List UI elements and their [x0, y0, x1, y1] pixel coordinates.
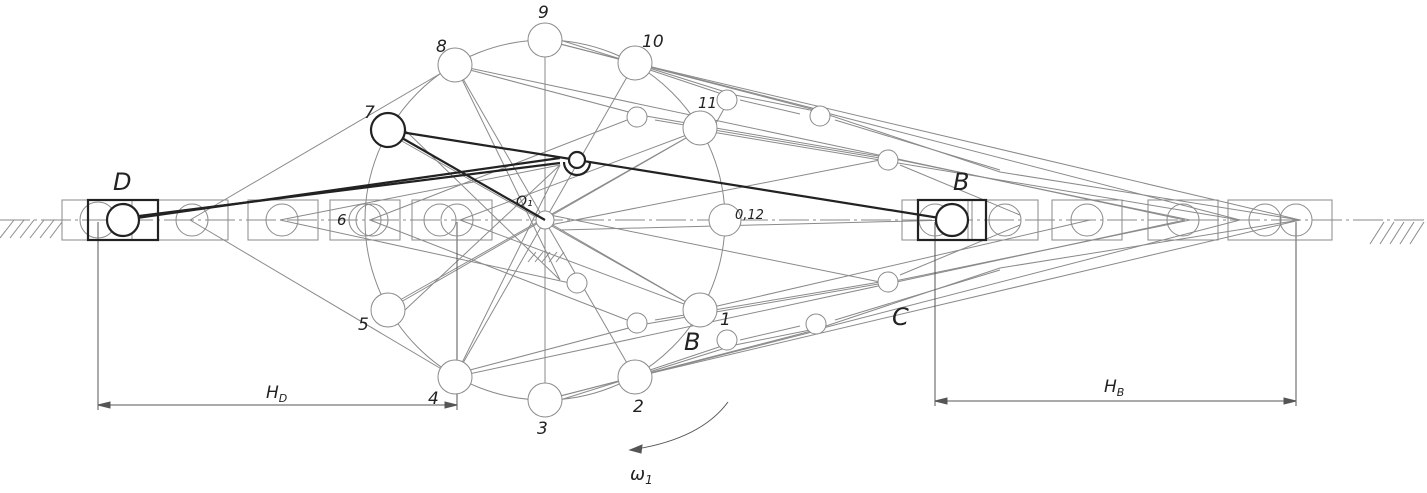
- joint-12: [708, 203, 742, 237]
- crank-pin-7: [369, 111, 407, 149]
- joint-3: [527, 382, 563, 418]
- active-mechanism: [86, 111, 988, 242]
- joint-1: [682, 292, 718, 328]
- joint-11: [682, 110, 718, 146]
- coupler-joint: [567, 150, 587, 170]
- label-stroke-HB: HB: [1104, 377, 1124, 399]
- joint-2: [617, 359, 653, 395]
- slider-B-pin: [934, 202, 970, 238]
- slider-D: [86, 198, 160, 242]
- label-center-O1: O₁: [516, 194, 533, 210]
- coupler-to-B: [576, 158, 953, 222]
- label-point-C: C: [892, 303, 909, 331]
- label-position-0-12: 0,12: [735, 208, 764, 223]
- label-point-B-lower: B: [684, 328, 700, 356]
- label-position-10: 10: [642, 32, 664, 52]
- dimension-lines: [97, 222, 1297, 410]
- position-labels: 1 2 3 4 5 6 7 8 9 10 11 0,12: [337, 3, 764, 439]
- label-position-7: 7: [364, 103, 375, 123]
- coupler-joints: [566, 89, 899, 351]
- slider-positions-right: [901, 199, 1333, 241]
- label-point-B: B: [953, 168, 969, 196]
- point-labels: O₁ D B B C HD HB ω1: [113, 168, 1124, 487]
- label-position-9: 9: [538, 3, 549, 23]
- label-omega-1: ω1: [630, 464, 653, 487]
- slider-D-pin: [105, 202, 141, 238]
- coupler-upper: [387, 128, 578, 162]
- slider-positions-left: [61, 199, 493, 241]
- omega-rotation-arrow: [628, 401, 729, 454]
- label-position-2: 2: [633, 397, 644, 417]
- slider-B: [916, 198, 988, 242]
- joint-4: [437, 359, 473, 395]
- joint-10: [617, 45, 653, 81]
- joint-8: [437, 47, 473, 83]
- coupler-joint-arc: [562, 161, 592, 177]
- ground-support-left: [0, 219, 63, 239]
- label-position-1: 1: [720, 310, 731, 330]
- rod-to-D-2: [122, 161, 561, 220]
- joint-9: [527, 22, 563, 58]
- label-position-11: 11: [698, 94, 717, 112]
- label-point-D: D: [113, 168, 131, 196]
- joint-5: [370, 292, 406, 328]
- label-position-5: 5: [358, 315, 369, 335]
- ground-support-right: [1369, 221, 1425, 245]
- label-position-6: 6: [337, 211, 347, 229]
- label-position-8: 8: [436, 37, 447, 57]
- label-stroke-HD: HD: [266, 383, 287, 405]
- label-position-4: 4: [428, 389, 439, 409]
- label-position-3: 3: [537, 419, 548, 439]
